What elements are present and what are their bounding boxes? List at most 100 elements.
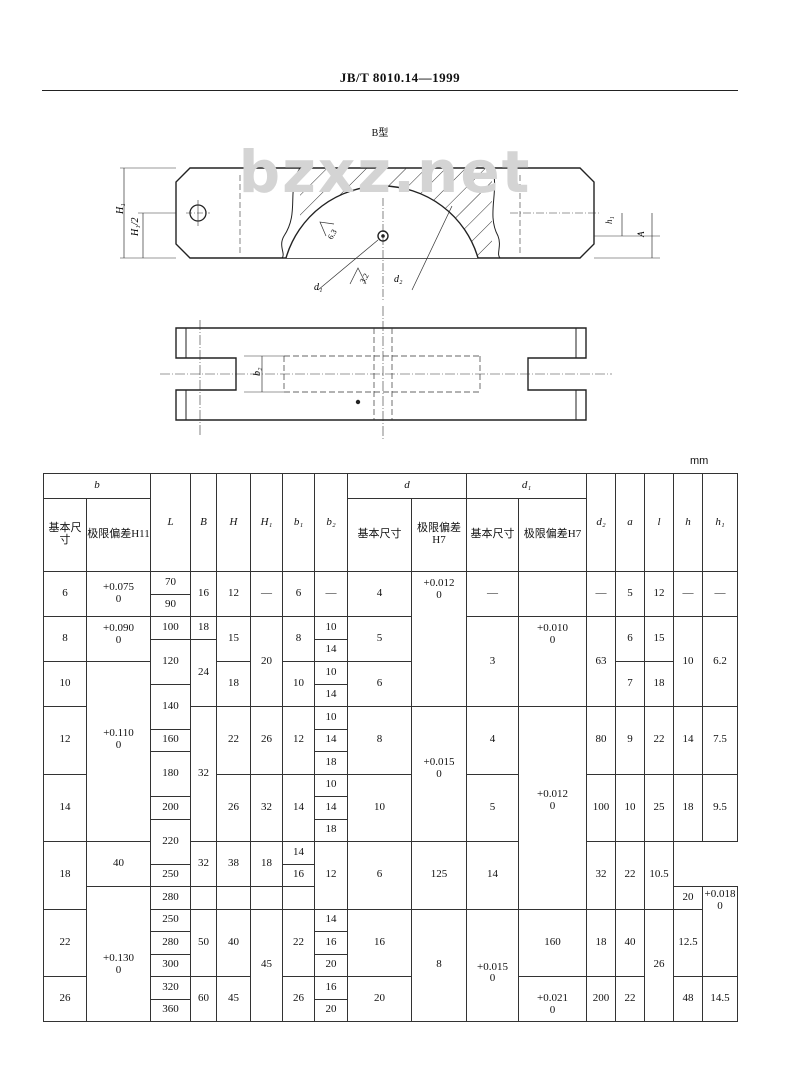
- cell-h1: 6.2: [702, 616, 739, 707]
- cell-d2: 80: [586, 706, 617, 775]
- cell-L: 160: [150, 728, 191, 752]
- cell-L: 220: [150, 818, 191, 865]
- cell-l: 48: [673, 976, 704, 1022]
- cell-H: 15: [216, 616, 251, 662]
- cell-b2: 14: [314, 638, 348, 662]
- table-row: 360 20: [44, 998, 738, 1022]
- table-subheader-row: 基本尺寸 极限偏差H11 基本尺寸 极限偏差H7 基本尺寸 极限偏差H7: [43, 498, 738, 572]
- dim-d2-leader: [411, 205, 453, 291]
- cell-d2: 125: [411, 841, 467, 910]
- label-H1: H₁: [115, 203, 126, 215]
- header-B: B: [190, 473, 217, 572]
- cell-d-basic: 12: [314, 841, 348, 910]
- cell-b2: 20: [673, 886, 704, 910]
- cell-d2: 160: [517, 908, 588, 977]
- cell-L: 120: [150, 638, 191, 685]
- cell-a: 5: [615, 571, 646, 617]
- cell-L: 320: [150, 976, 191, 1000]
- table-row: 280 16: [44, 931, 738, 955]
- cell-H1: 26: [250, 706, 283, 775]
- cell-h: 22: [615, 841, 646, 910]
- cell-l: 40: [615, 908, 646, 977]
- label-b2: b₂: [252, 367, 263, 376]
- cell-H1: 38: [216, 841, 251, 887]
- cell-d2: —: [586, 571, 617, 617]
- cell-b1-blank: [282, 886, 315, 910]
- cell-d1-basic: 5: [466, 773, 519, 842]
- break-line-left: [281, 167, 301, 259]
- header-b-tol: 极限偏差H11: [86, 498, 151, 572]
- header-d2: d₂: [586, 473, 617, 572]
- cell-H: 12: [216, 571, 251, 617]
- figure-label: B型: [371, 128, 389, 139]
- cell-b2: 14: [282, 841, 315, 865]
- cell-b-basic: 12: [43, 706, 87, 775]
- cell-b-basic: 14: [43, 773, 87, 842]
- cell-B: 40: [86, 841, 151, 887]
- cell-L: 250: [150, 863, 191, 887]
- table-row: 180 18: [44, 751, 738, 797]
- cell-h: 10: [673, 616, 704, 707]
- watermark: bzxz.net: [238, 138, 532, 206]
- cell-H: 45: [216, 976, 251, 1022]
- cell-B: 60: [190, 976, 217, 1022]
- cell-L: 250: [150, 908, 191, 932]
- cell-L: 140: [150, 683, 191, 730]
- cell-B: 50: [190, 908, 217, 977]
- cell-b1: 18: [250, 841, 283, 887]
- cell-H: 18: [216, 661, 251, 707]
- cell-d1-basic: 3: [466, 616, 519, 707]
- cell-d2: 100: [586, 773, 617, 842]
- cell-b2: —: [314, 571, 348, 617]
- cell-d-basic: 4: [347, 571, 412, 617]
- cell-b2: 10: [314, 661, 348, 685]
- cell-b2: 18: [314, 751, 348, 775]
- cell-d-basic: 16: [347, 908, 412, 977]
- cell-H1: 32: [250, 773, 283, 842]
- cell-l: 25: [644, 773, 675, 842]
- cell-h: 14: [673, 706, 704, 775]
- cell-b2: 16: [314, 976, 348, 1000]
- cell-l: 18: [644, 661, 675, 707]
- circular-cutout: [285, 185, 479, 259]
- header-l: l: [644, 473, 675, 572]
- cell-b1: 22: [282, 908, 315, 977]
- cell-H1: 45: [250, 908, 283, 1022]
- header-b1: b₁: [282, 473, 315, 572]
- cell-d-basic: 10: [347, 773, 412, 842]
- header-L: L: [150, 473, 191, 572]
- dim-d1-leader: [317, 239, 379, 291]
- cell-b2: 14: [314, 908, 348, 932]
- cell-b2: 16: [314, 931, 348, 955]
- header-d-basic: 基本尺寸: [347, 498, 412, 572]
- cell-H-blank: [216, 886, 251, 910]
- cell-b-basic: 18: [43, 841, 87, 910]
- cell-b-basic: 26: [43, 976, 87, 1022]
- cell-l: 22: [644, 706, 675, 775]
- cell-L: 70: [150, 571, 191, 595]
- header-b: b: [43, 473, 151, 499]
- cell-b1: 8: [282, 616, 315, 662]
- side-view-outline: [175, 327, 587, 421]
- table-header-row: b L B H H₁ b₁ b₂ d d₁ d₂ a l h h₁: [43, 473, 739, 572]
- cell-H: 32: [190, 841, 217, 887]
- cell-l: 12: [644, 571, 675, 617]
- cell-H1-blank: [250, 886, 283, 910]
- cell-b2: 14: [314, 728, 348, 752]
- cell-h1: 14.5: [702, 976, 739, 1022]
- cell-H1: 20: [250, 616, 283, 707]
- header-H1: H₁: [250, 473, 283, 572]
- cell-B-blank: [190, 886, 217, 910]
- cell-a: 14: [466, 841, 519, 910]
